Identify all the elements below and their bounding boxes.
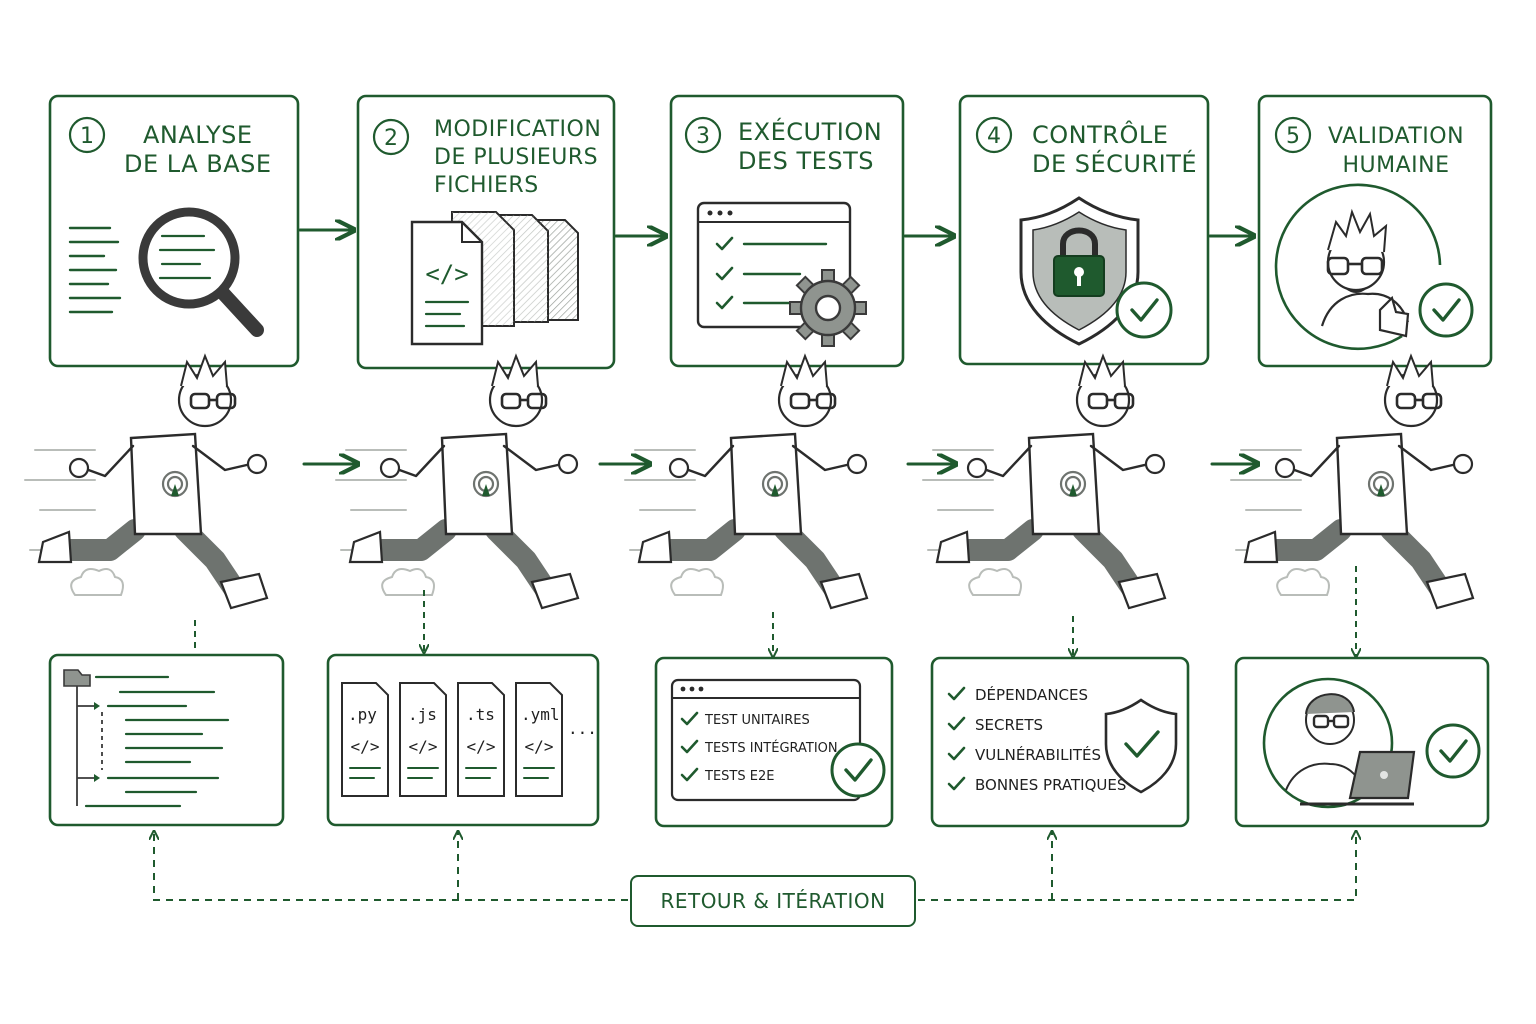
security-item-3: Vulnérabilités: [947, 745, 1101, 764]
security-item-1: Dépendances: [947, 685, 1088, 704]
step-title-5-line-2: humaine: [1342, 153, 1450, 178]
step-title-3-line-1: Exécution: [738, 118, 883, 146]
person-laptop-icon: [1262, 677, 1416, 809]
detail-dashed-connectors: [194, 566, 1356, 656]
svg-text:</>: </>: [425, 260, 468, 288]
detail-card-files: .py </> .js </> .ts </> .yml </> ...: [326, 653, 600, 827]
security-item-4: Bonnes pratiques: [947, 776, 1126, 794]
step-title-3-line-2: des tests: [738, 147, 874, 175]
detail-card-human: [1234, 656, 1490, 828]
person-thumbs-up-icon: [1274, 183, 1474, 351]
shield-check-icon: [1104, 698, 1178, 794]
svg-text:Secrets: Secrets: [975, 716, 1043, 734]
step-title-2-line-1: Modification: [434, 117, 602, 142]
feedback-iteration-label: Retour & itération: [630, 875, 916, 927]
svg-text:Tests E2E: Tests E2E: [704, 769, 774, 784]
step-number-badge-5: [1274, 116, 1312, 154]
svg-text:Test unitaires: Test unitaires: [704, 713, 810, 728]
file-py: .py </>: [341, 682, 389, 797]
file-ext-js: .js: [408, 705, 437, 724]
step-number-4: 4: [987, 124, 1001, 149]
runner-figure-5: [1231, 356, 1473, 608]
step-card-1: 1: [48, 94, 300, 368]
step-title-4-line-2: de sécurité: [1032, 150, 1198, 178]
files-icon: </>: [410, 211, 579, 346]
feedback-loop: [154, 832, 1356, 901]
step-title-4: Contrôle de sécurité: [1032, 121, 1197, 179]
file-ext-ts: .ts: [466, 705, 495, 724]
runner-figure-3: [625, 356, 867, 608]
file-ts: .ts </>: [457, 682, 505, 797]
file-ext-py: .py: [348, 705, 377, 724]
step-number-badge-1: [68, 116, 106, 154]
approved-check-icon: [1425, 723, 1481, 779]
detail-card-tests: Test unitaires Tests intégration Tests E…: [654, 656, 894, 828]
step-title-1-line-2: de la base: [124, 150, 272, 178]
more-files-ellipsis: ...: [568, 719, 597, 738]
step-number-badge-2: [372, 118, 410, 156]
detail-card-security: Dépendances Secrets Vulnérabilités Bonne…: [930, 656, 1190, 828]
svg-text:Tests intégration: Tests intégration: [704, 740, 838, 756]
magnifier-icon: [68, 207, 264, 337]
step-title-3: Exécution des tests: [738, 118, 882, 176]
step-title-5-line-1: Validation: [1328, 124, 1465, 149]
file-ext-yml: .yml: [521, 705, 560, 724]
file-yml: .yml </>: [515, 682, 563, 797]
test-window-gear-icon: [696, 201, 867, 347]
test-results-window: [670, 678, 862, 802]
shield-lock-icon: [1019, 196, 1173, 346]
runner-figure-4: [923, 356, 1165, 608]
step-title-1-line-1: Analyse: [143, 121, 253, 149]
step-title-2-line-2: de plusieurs: [434, 145, 599, 170]
step-title-2-line-3: fichiers: [434, 173, 539, 198]
step-number-1: 1: [80, 124, 94, 149]
step-number-badge-4: [975, 116, 1013, 154]
step-card-3: 3: [669, 94, 905, 368]
test-item-3: Tests E2E: [680, 767, 774, 784]
svg-text:</>: </>: [525, 737, 554, 756]
step-title-5: Validation humaine: [1328, 122, 1464, 180]
runner-figure-1: [24, 353, 269, 610]
folder-tree-icon: [63, 669, 230, 808]
tests-passed-check-icon: [830, 742, 886, 798]
top-flow-arrows: [298, 230, 1252, 236]
security-item-2: Secrets: [947, 716, 1043, 734]
step-card-5: 5: [1257, 94, 1493, 368]
step-number-badge-3: [684, 116, 722, 154]
svg-text:Dépendances: Dépendances: [975, 685, 1088, 704]
step-number-5: 5: [1286, 124, 1300, 149]
test-item-1: Test unitaires: [680, 711, 810, 728]
detail-card-tree: [48, 653, 285, 827]
step-card-4: 4: [958, 94, 1210, 366]
test-item-2: Tests intégration: [680, 739, 838, 756]
svg-text:</>: </>: [467, 737, 496, 756]
svg-text:</>: </>: [351, 737, 380, 756]
svg-text:</>: </>: [409, 737, 438, 756]
step-number-2: 2: [384, 126, 398, 151]
step-title-4-line-1: Contrôle: [1032, 121, 1169, 149]
svg-text:Bonnes pratiques: Bonnes pratiques: [975, 776, 1126, 794]
step-number-3: 3: [696, 124, 710, 149]
step-title-1: Analyse de la base: [124, 121, 272, 179]
file-js: .js </>: [399, 682, 447, 797]
svg-text:Vulnérabilités: Vulnérabilités: [975, 745, 1101, 764]
step-card-2: 2 </>: [356, 94, 616, 370]
runner-figure-2: [336, 356, 578, 608]
step-title-2: Modification de plusieurs fichiers: [434, 116, 601, 200]
